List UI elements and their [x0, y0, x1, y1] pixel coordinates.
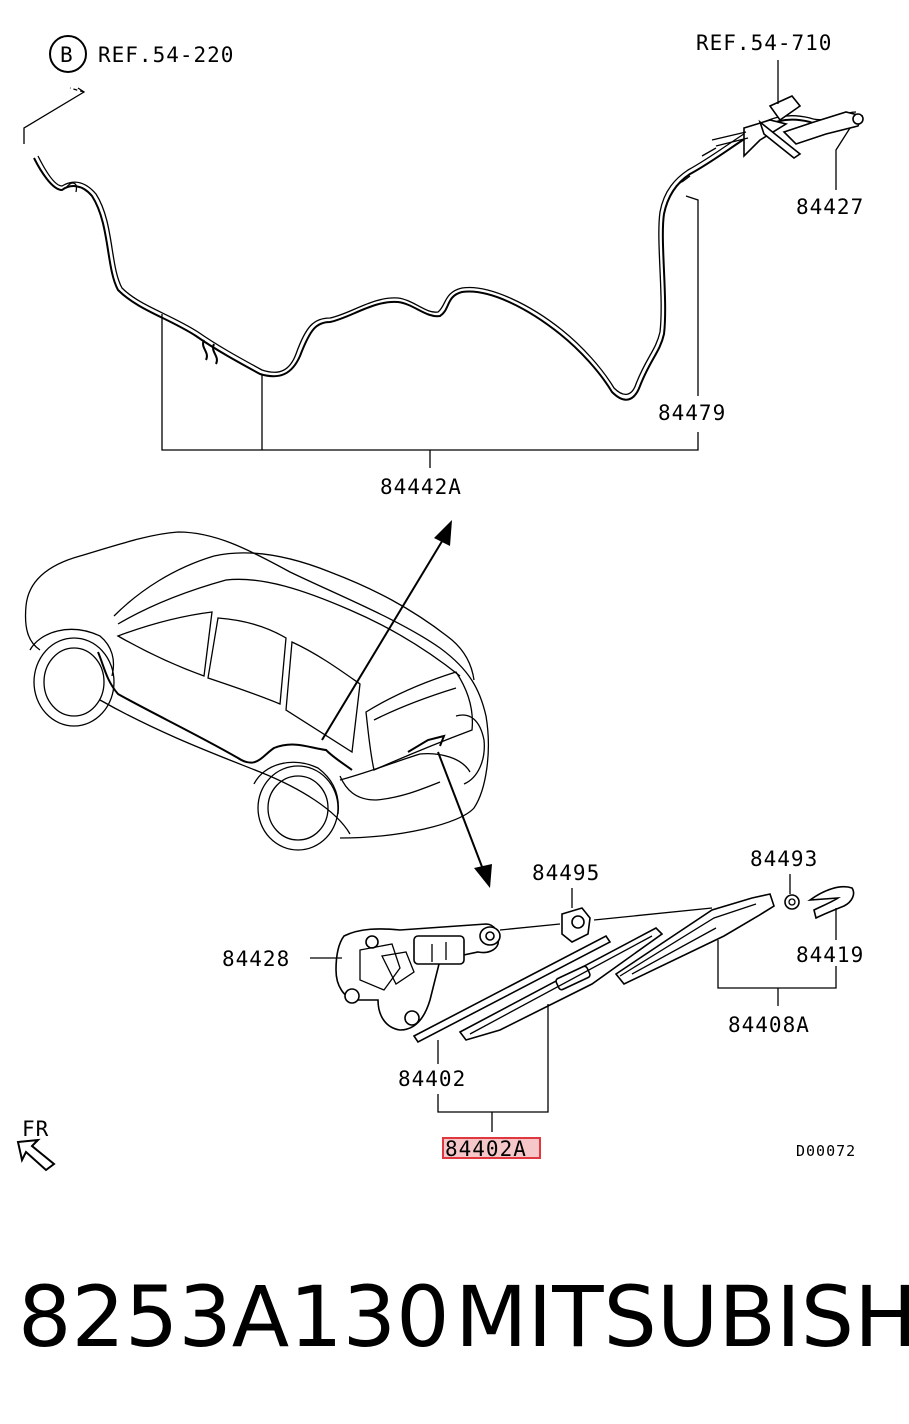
callout-84402A: 84402A [445, 1137, 527, 1161]
callout-84408A: 84408A [728, 1013, 810, 1037]
vehicle-hose-route [97, 651, 353, 771]
wiper-cover [807, 885, 855, 920]
dash-cap-arm [593, 907, 713, 921]
hose-line-outer [33, 115, 857, 401]
ref-badge-circle [49, 35, 87, 73]
callout-84427: 84427 [796, 195, 864, 219]
bracket-84442A [161, 314, 699, 451]
wiper-motor [335, 923, 501, 1031]
wiper-blade [412, 927, 664, 1044]
front-direction-indicator: FR [16, 1117, 56, 1172]
bracket-84402A [437, 1004, 549, 1113]
ref-label-left: REF.54-220 [98, 43, 234, 67]
hose-break-mark [202, 339, 218, 365]
parts-diagram: B REF.54-220 REF.54-710 84427 [16, 31, 864, 1172]
hose-line-inner [37, 111, 857, 395]
callout-84493: 84493 [750, 847, 818, 871]
vehicle-rear-wiper [407, 734, 446, 753]
washer-joint-assembly [711, 95, 864, 159]
drawing-code: D00072 [796, 1142, 856, 1160]
highlight-box-84402A [442, 1137, 541, 1159]
wiper-nut [784, 894, 800, 910]
callout-84419: 84419 [796, 943, 864, 967]
washer-hose: B REF.54-220 REF.54-710 84427 [23, 31, 864, 499]
leader-84427 [835, 127, 851, 190]
wiper-arm [614, 893, 775, 985]
wiper-assembly: 84428 84495 84493 84419 84408A [222, 847, 864, 1161]
brand-name: MITSUBISHI [455, 1268, 909, 1366]
front-label: FR [22, 1117, 49, 1141]
callout-84495: 84495 [532, 861, 600, 885]
hose-joint-right [675, 147, 717, 187]
vehicle-illustration [24, 531, 489, 851]
callout-84402: 84402 [398, 1067, 466, 1091]
dash-motor-cap [499, 923, 561, 931]
arrow-up-head [434, 520, 452, 546]
pointer-arrows [321, 520, 492, 888]
arrow-down-head [474, 864, 492, 888]
wiper-cap [561, 907, 591, 943]
front-arrow-icon [16, 1138, 56, 1172]
part-number: 8253A130 [18, 1268, 450, 1366]
ref-badge-letter: B [60, 43, 74, 67]
callout-84442A: 84442A [380, 475, 462, 499]
ref-leader-left [23, 87, 86, 144]
caption: 8253A130 MITSUBISHI [0, 1262, 909, 1372]
callout-84428: 84428 [222, 947, 290, 971]
hose-clip-left [65, 182, 78, 193]
ref-leader-left-dash [69, 87, 85, 93]
callout-84479: 84479 [658, 401, 726, 425]
leader-84479 [685, 195, 699, 396]
bracket-84408A [717, 940, 837, 989]
ref-label-right: REF.54-710 [696, 31, 832, 55]
